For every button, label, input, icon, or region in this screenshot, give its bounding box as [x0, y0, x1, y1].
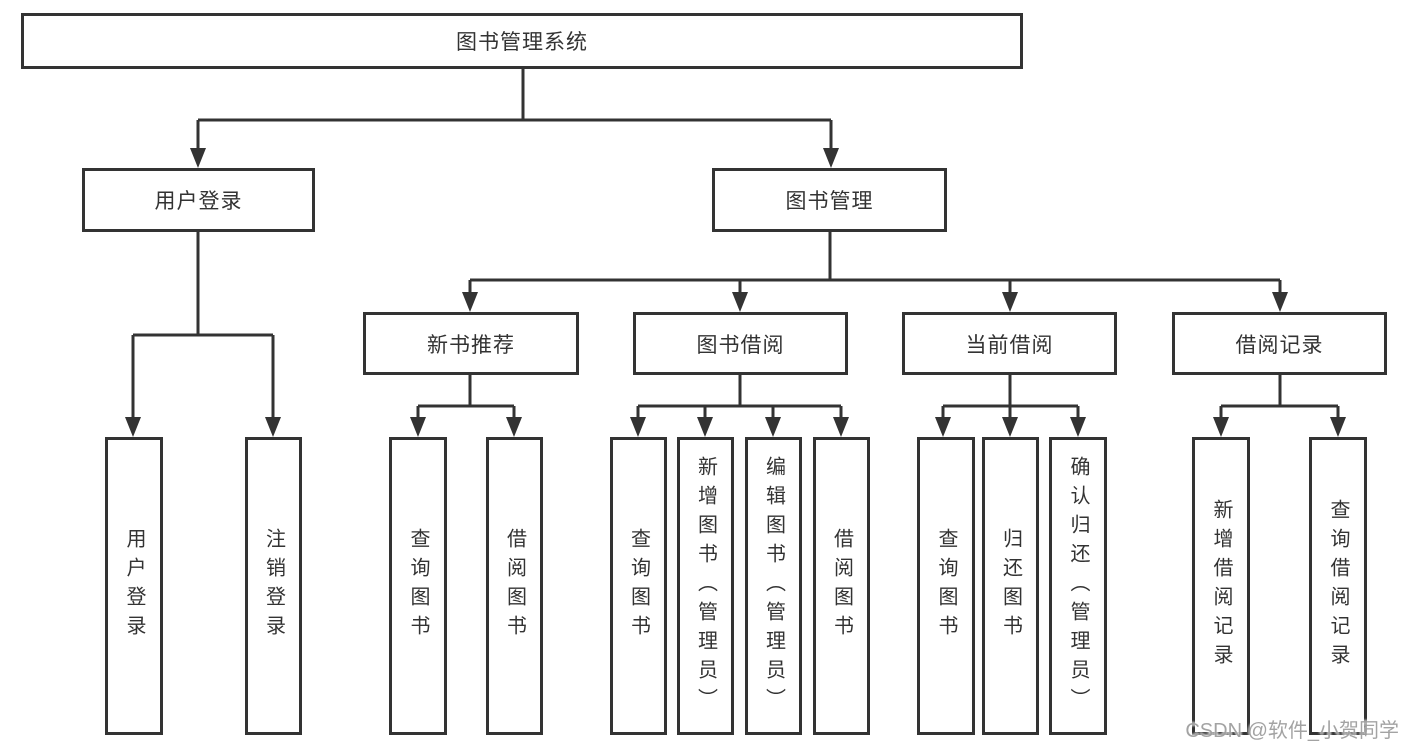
leaf-user-login: 用户登录: [105, 437, 163, 735]
leaf-current-query-book: 查询图书: [917, 437, 975, 735]
node-book-borrow: 图书借阅: [633, 312, 848, 375]
node-borrow-records: 借阅记录: [1172, 312, 1387, 375]
node-book-management: 图书管理: [712, 168, 947, 232]
leaf-records-add-record: 新增借阅记录: [1192, 437, 1250, 735]
leaf-borrow-query-book: 查询图书: [610, 437, 667, 735]
leaf-current-confirm-return: 确认归还（管理员）: [1049, 437, 1107, 735]
node-root: 图书管理系统: [21, 13, 1023, 69]
leaf-newrec-borrow-book: 借阅图书: [486, 437, 543, 735]
node-new-book-recommend: 新书推荐: [363, 312, 579, 375]
leaf-records-query-record: 查询借阅记录: [1309, 437, 1367, 735]
leaf-newrec-query-book: 查询图书: [389, 437, 447, 735]
node-user-login: 用户登录: [82, 168, 315, 232]
node-current-borrow: 当前借阅: [902, 312, 1117, 375]
leaf-borrow-edit-book: 编辑图书（管理员）: [745, 437, 802, 735]
csdn-watermark: CSDN @软件_小贺同学: [1185, 720, 1399, 742]
leaf-current-return-book: 归还图书: [982, 437, 1039, 735]
leaf-borrow-add-book: 新增图书（管理员）: [677, 437, 734, 735]
leaf-borrow-borrow-book: 借阅图书: [813, 437, 870, 735]
leaf-logout: 注销登录: [245, 437, 302, 735]
